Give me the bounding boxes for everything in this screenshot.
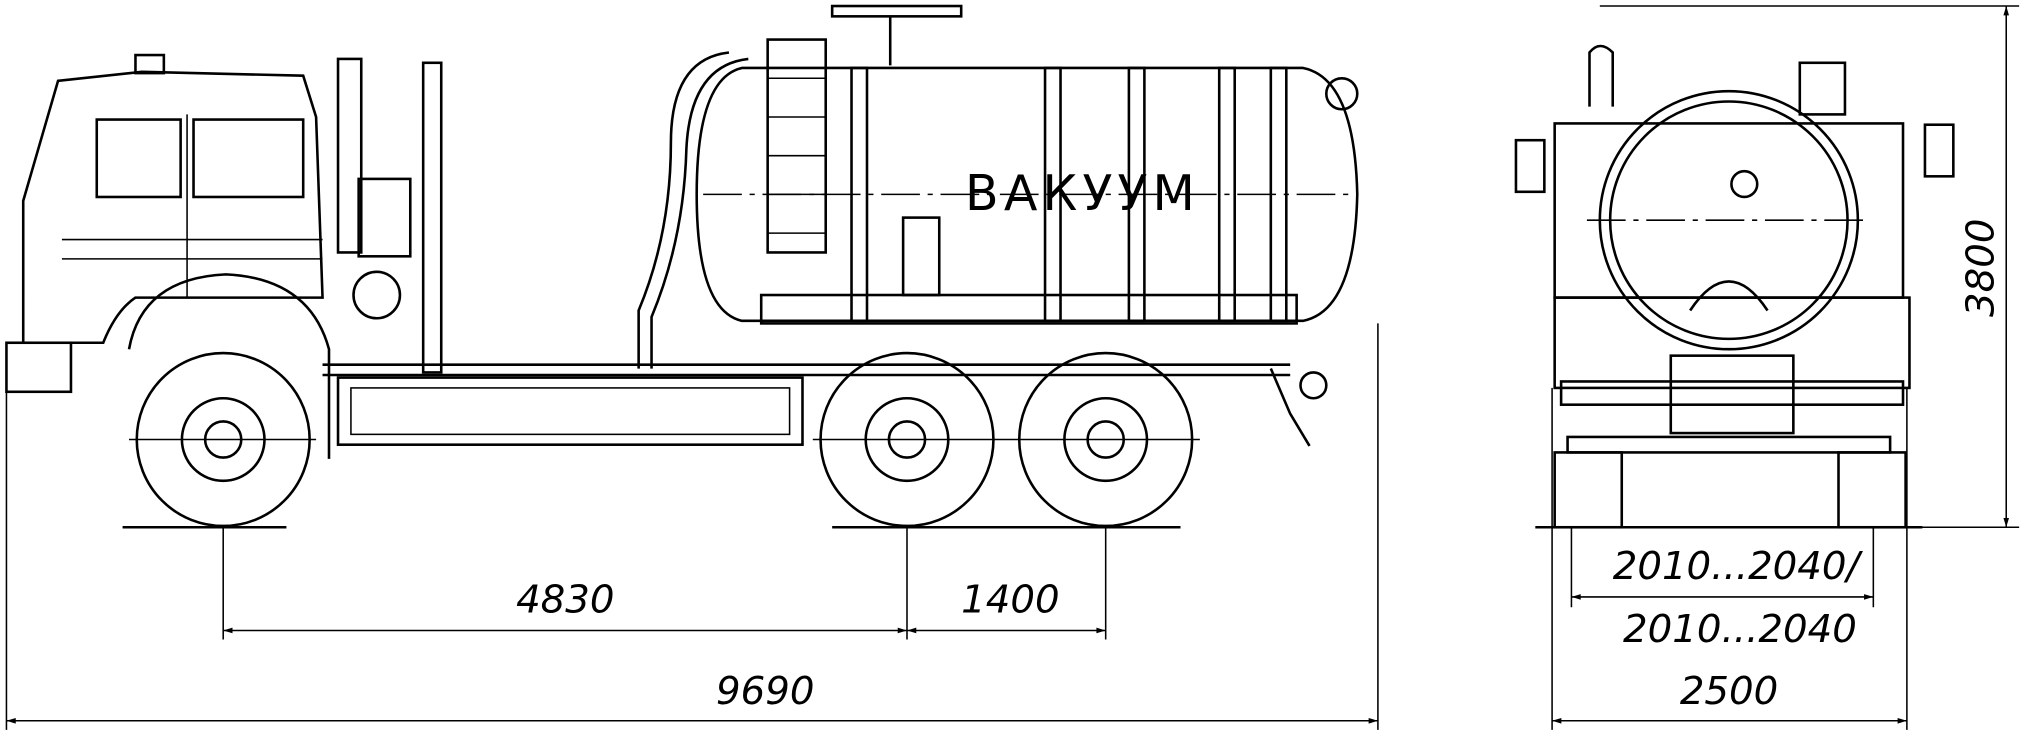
tank-label: ВАКУУМ [965, 164, 1200, 222]
dim-wheelbase: 4830 [516, 577, 614, 622]
dim-overall-length: 9690 [716, 669, 814, 714]
dim-overall-height: 3800 [1958, 218, 2003, 316]
side-view-truck: ВАКУУМ [5, 4, 1359, 529]
dim-track-rear: 2010...2040 [1623, 607, 1857, 652]
vacuum-tank: ВАКУУМ [637, 4, 1359, 369]
dim-overall-width: 2500 [1680, 669, 1778, 714]
chassis-frame [322, 363, 1328, 447]
dim-rear-axle-spacing: 1400 [961, 577, 1059, 622]
wheels [129, 351, 1200, 528]
cab [5, 53, 443, 459]
dimension-lines: 4830 1400 9690 2010...2040/ 2010...2040 … [5, 5, 2020, 730]
front-view-truck [1514, 44, 1955, 529]
dim-track-front: 2010...2040/ [1613, 544, 1864, 589]
